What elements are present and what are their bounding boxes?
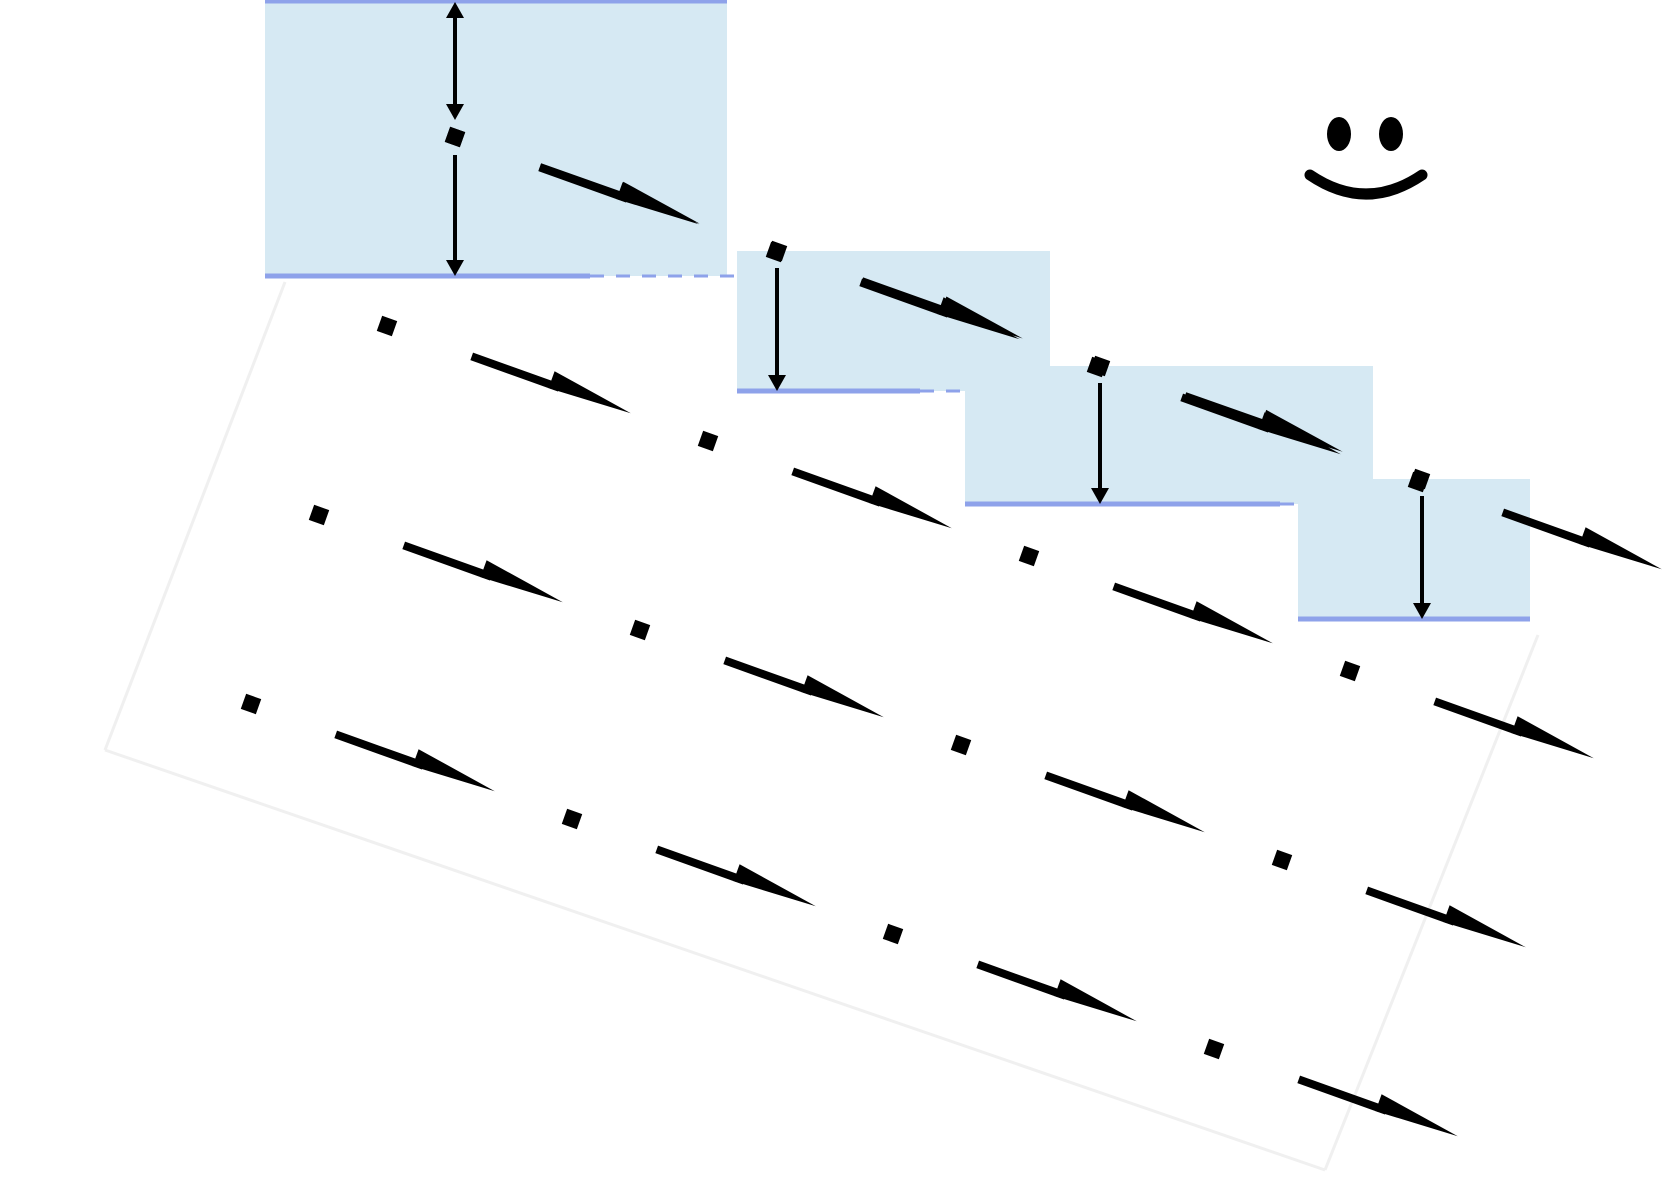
lattice-point-r3-c3 bbox=[950, 734, 972, 756]
lattice-point-r3-c1 bbox=[308, 504, 330, 526]
stair-arrow-2 bbox=[860, 277, 1023, 339]
lattice-point-r4-c4 bbox=[1203, 1038, 1225, 1060]
lattice-arrow-r2-c3 bbox=[1112, 582, 1273, 644]
lattice-point-r4-c2 bbox=[561, 808, 583, 830]
lattice-point-r4-c3 bbox=[882, 923, 904, 945]
lattice-points bbox=[240, 126, 1431, 1060]
lattice-arrow-r4-c2 bbox=[655, 845, 816, 907]
smiley-mouth bbox=[1304, 169, 1428, 200]
stair-point-1 bbox=[444, 126, 466, 148]
vertical-arrow-4 bbox=[1413, 496, 1431, 619]
lattice-arrow-r2-c2 bbox=[791, 467, 952, 529]
vertical-drop-arrows bbox=[446, 2, 1431, 619]
lattice-arrow-r2-c1 bbox=[470, 352, 631, 414]
lattice-arrow-r3-c3 bbox=[1044, 771, 1205, 833]
lattice-arrow-r3-c4 bbox=[1365, 886, 1526, 948]
stair-point-3 bbox=[1089, 355, 1111, 377]
lattice-point-r4-c1 bbox=[240, 693, 262, 715]
lattice-point-r3-c4 bbox=[1271, 849, 1293, 871]
lattice-arrow-r1-c4 bbox=[1501, 508, 1662, 570]
vertical-arrow-2 bbox=[768, 268, 786, 391]
lattice-arrow-r2-c4 bbox=[1433, 697, 1594, 759]
smiley-right-eye bbox=[1379, 117, 1403, 151]
lattice-point-r2-c3 bbox=[1018, 545, 1040, 567]
lattice-arrow-r3-c2 bbox=[723, 656, 884, 718]
lattice-point-r2-c1 bbox=[376, 315, 398, 337]
lattice-arrow-r4-c1 bbox=[334, 730, 495, 792]
lattice-point-r2-c4 bbox=[1339, 660, 1361, 682]
lattice-point-r2-c2 bbox=[697, 430, 719, 452]
smiley-face-icon bbox=[1304, 117, 1428, 200]
lattice-point-r3-c2 bbox=[629, 619, 651, 641]
vertical-arrow-1-lower bbox=[446, 155, 464, 276]
stair-arrow-1 bbox=[538, 163, 700, 224]
lattice-arrows bbox=[334, 163, 1662, 1137]
vertical-arrow-1-upper bbox=[446, 2, 464, 120]
lattice-arrow-r4-c4 bbox=[1297, 1075, 1458, 1137]
stair-point-2 bbox=[766, 240, 788, 262]
lattice-arrow-r4-c3 bbox=[976, 960, 1137, 1022]
step-band-4 bbox=[1298, 479, 1530, 619]
lattice-arrow-r3-c1 bbox=[402, 541, 563, 603]
step-band-1 bbox=[265, 0, 727, 276]
step-bands bbox=[265, 0, 1530, 622]
stair-arrow-3 bbox=[1183, 392, 1343, 452]
vertical-arrow-3 bbox=[1091, 383, 1109, 504]
stair-point-4 bbox=[1409, 468, 1431, 490]
smiley-left-eye bbox=[1327, 117, 1351, 151]
